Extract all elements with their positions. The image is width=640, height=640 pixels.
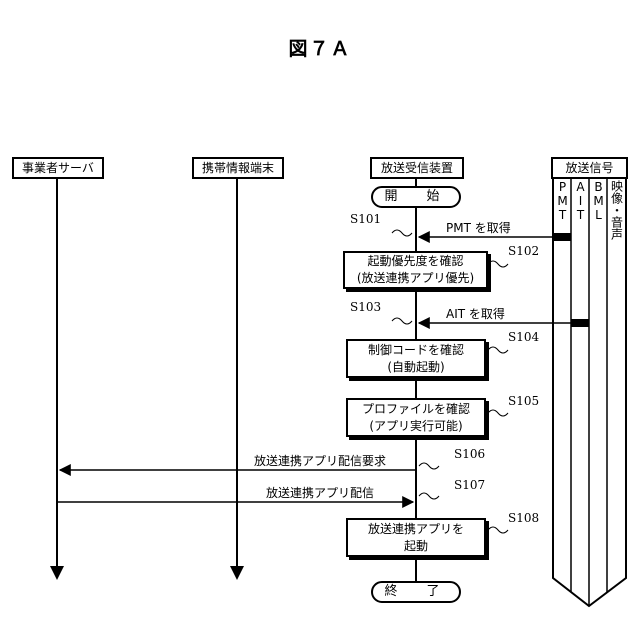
lane-header-broadcast: 放送信号	[551, 157, 628, 179]
message-ait: AIT を取得	[446, 305, 505, 322]
message-app-delivery: 放送連携アプリ配信	[266, 484, 374, 501]
step-id-s104: S104	[508, 330, 539, 344]
broadcast-column-ait: AIT	[573, 180, 587, 222]
end-terminal: 終 了	[371, 581, 461, 603]
lane-header-mobile: 携帯情報端末	[192, 157, 284, 179]
broadcast-column-av: 映像・音声	[609, 180, 623, 240]
step-id-s107: S107	[454, 478, 485, 492]
process-box-s104: 制御コードを確認 (自動起動)	[346, 339, 486, 378]
process-s104-line1: 制御コードを確認	[368, 342, 464, 359]
ait-marker	[571, 319, 589, 327]
process-s102-line1: 起動優先度を確認	[367, 253, 463, 270]
step-id-s101: S101	[350, 212, 381, 226]
broadcast-column-bml: BML	[591, 180, 605, 222]
process-box-s105: プロファイルを確認 (アプリ実行可能)	[346, 398, 486, 437]
process-s102-line2: (放送連携アプリ優先)	[357, 270, 474, 287]
step-id-s108: S108	[508, 511, 539, 525]
step-id-s103: S103	[350, 300, 381, 314]
process-s108-line1: 放送連携アプリを	[368, 521, 464, 538]
process-box-s102: 起動優先度を確認 (放送連携アプリ優先)	[343, 251, 488, 289]
server-lifeline-arrowhead	[50, 566, 64, 580]
lane-header-server: 事業者サーバ	[12, 157, 104, 179]
process-s105-line2: (アプリ実行可能)	[369, 418, 462, 435]
step-id-s105: S105	[508, 394, 539, 408]
process-s105-line1: プロファイルを確認	[362, 401, 470, 418]
pmt-marker	[553, 233, 571, 241]
step-id-s106: S106	[454, 447, 485, 461]
message-app-request: 放送連携アプリ配信要求	[254, 452, 386, 469]
lane-header-receiver: 放送受信装置	[370, 157, 464, 179]
start-terminal: 開 始	[371, 186, 461, 208]
process-s108-line2: 起動	[404, 538, 428, 555]
broadcast-column-pmt: PMT	[555, 180, 569, 222]
mobile-lifeline-arrowhead	[230, 566, 244, 580]
message-pmt: PMT を取得	[446, 219, 511, 236]
process-s104-line2: (自動起動)	[387, 359, 444, 376]
process-box-s108: 放送連携アプリを 起動	[346, 518, 486, 557]
step-id-s102: S102	[508, 244, 539, 258]
